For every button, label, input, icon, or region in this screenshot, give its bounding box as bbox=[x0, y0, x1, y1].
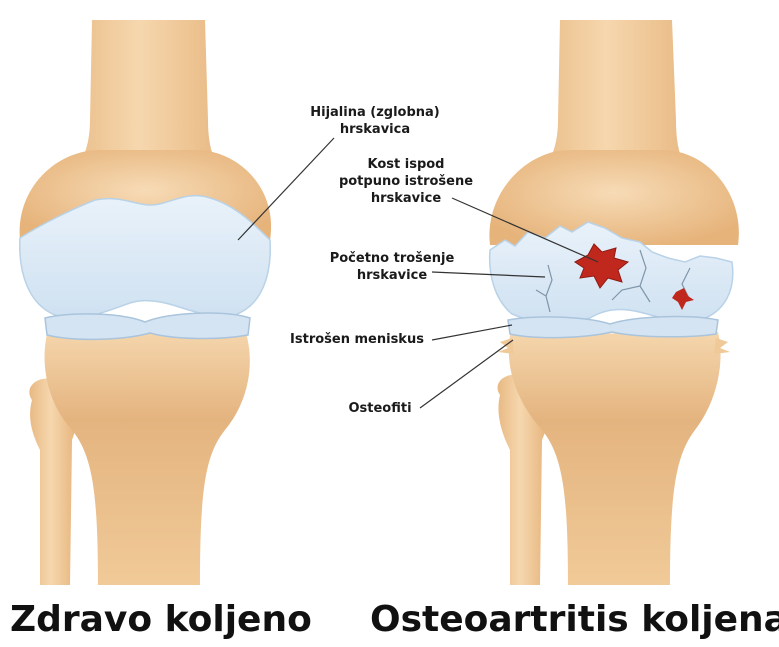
healthy-knee bbox=[20, 20, 271, 585]
label-worn-meniscus: Istrošen meniskus bbox=[282, 331, 432, 348]
label-meniscus-text: Istrošen meniskus bbox=[282, 331, 432, 348]
label-osteophytes: Osteofiti bbox=[340, 400, 420, 417]
arthritic-knee bbox=[489, 20, 738, 585]
label-exposed-line3: hrskavice bbox=[336, 190, 476, 207]
label-early-line2: hrskavice bbox=[322, 267, 462, 284]
healthy-tibia bbox=[45, 330, 250, 585]
label-hyaline-line2: hrskavica bbox=[290, 121, 460, 138]
label-exposed-line2: potpuno istrošene bbox=[336, 173, 476, 190]
leader-meniscus bbox=[432, 325, 512, 340]
label-osteophytes-text: Osteofiti bbox=[340, 400, 420, 417]
osteophyte-right bbox=[714, 338, 730, 354]
title-arthritic-knee: Osteoartritis koljena bbox=[370, 598, 779, 642]
label-early-line1: Početno trošenje bbox=[322, 250, 462, 267]
label-exposed-line1: Kost ispod bbox=[336, 156, 476, 173]
label-hyaline-line1: Hijalina (zglobna) bbox=[290, 104, 460, 121]
leader-osteophytes bbox=[420, 340, 513, 408]
title-healthy-knee: Zdravo koljeno bbox=[10, 598, 312, 642]
label-early-wear: Početno trošenje hrskavice bbox=[322, 250, 462, 284]
label-hyaline-cartilage: Hijalina (zglobna) hrskavica bbox=[290, 104, 460, 138]
label-exposed-bone: Kost ispod potpuno istrošene hrskavice bbox=[336, 156, 476, 207]
